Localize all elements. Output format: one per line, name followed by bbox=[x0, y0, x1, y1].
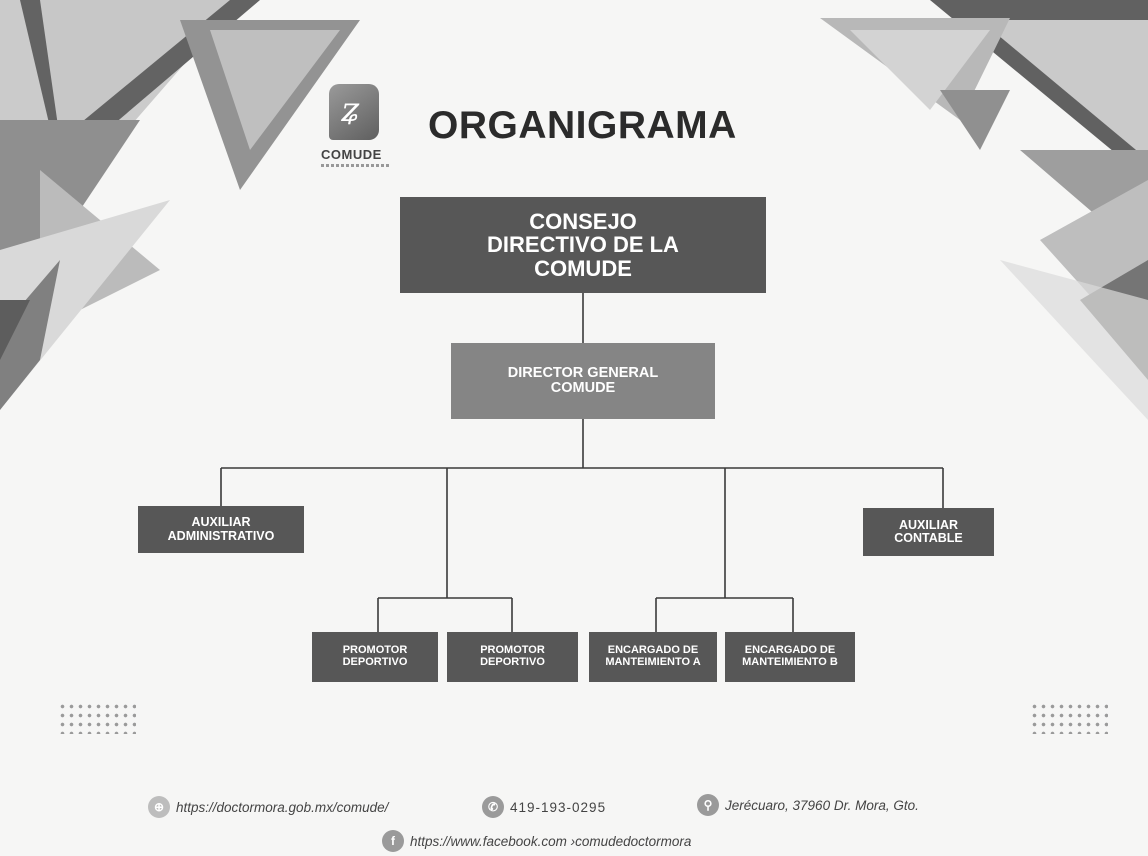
contact-phone: ✆ 419-193-0295 bbox=[482, 796, 606, 818]
node-label-line: DIRECTOR GENERAL bbox=[507, 364, 659, 381]
location-pin-icon: ⚲ bbox=[697, 794, 719, 816]
logo-mark: ʑ bbox=[329, 84, 379, 140]
node-director-general: DIRECTOR GENERAL COMUDE bbox=[451, 343, 715, 419]
node-label-line: ENCARGADO DE bbox=[607, 644, 699, 657]
node-label-line: CONSEJO bbox=[529, 209, 637, 235]
address-text: Jerécuaro, 37960 Dr. Mora, Gto. bbox=[725, 797, 919, 813]
node-label-line: COMUDE bbox=[534, 255, 632, 281]
contact-website[interactable]: ⊕ https://doctormora.gob.mx/comude/ bbox=[148, 796, 388, 818]
node-auxiliar-contable: AUXILIAR CONTABLE bbox=[863, 508, 994, 556]
node-label-line: CONTABLE bbox=[894, 531, 963, 545]
dot-pattern-right bbox=[1030, 702, 1108, 734]
comude-logo: ʑ COMUDE bbox=[318, 84, 398, 174]
node-label-line: DEPORTIVO bbox=[342, 656, 408, 668]
node-label-line: MANTEIMIENTO B bbox=[742, 656, 838, 668]
node-label-line: PROMOTOR bbox=[342, 644, 408, 657]
contact-facebook[interactable]: f https://www.facebook.com ›comudedoctor… bbox=[382, 830, 691, 852]
node-label-line: ADMINISTRATIVO bbox=[167, 528, 275, 543]
logo-text: COMUDE bbox=[321, 147, 382, 162]
facebook-link[interactable]: https://www.facebook.com ›comudedoctormo… bbox=[410, 833, 692, 849]
phone-number: 419-193-0295 bbox=[510, 799, 607, 815]
phone-icon: ✆ bbox=[482, 796, 504, 818]
node-consejo-directivo: CONSEJO DIRECTIVO DE LA COMUDE bbox=[400, 197, 766, 293]
node-auxiliar-administrativo: AUXILIAR ADMINISTRATIVO bbox=[138, 506, 304, 553]
node-label-line: PROMOTOR bbox=[480, 644, 545, 657]
node-label-line: DEPORTIVO bbox=[480, 656, 545, 668]
node-promotor-deportivo-2: PROMOTOR DEPORTIVO bbox=[447, 632, 578, 682]
website-link[interactable]: https://doctormora.gob.mx/comude/ bbox=[176, 799, 389, 815]
page-title: ORGANIGRAMA bbox=[428, 104, 737, 147]
node-encargado-mantenimiento-a: ENCARGADO DE MANTEIMIENTO A bbox=[589, 632, 717, 682]
node-encargado-mantenimiento-b: ENCARGADO DE MANTEIMIENTO B bbox=[725, 632, 855, 682]
dot-pattern-left bbox=[58, 702, 136, 734]
node-label-line: DIRECTIVO DE LA bbox=[487, 232, 679, 258]
node-label-line: COMUDE bbox=[550, 380, 616, 396]
node-label-line: ENCARGADO DE bbox=[744, 644, 836, 657]
facebook-icon: f bbox=[382, 830, 404, 852]
contact-address: ⚲ Jerécuaro, 37960 Dr. Mora, Gto. bbox=[697, 794, 919, 816]
globe-icon: ⊕ bbox=[148, 796, 170, 818]
node-label-line: AUXILIAR bbox=[898, 517, 958, 532]
node-label-line: AUXILIAR bbox=[191, 515, 251, 530]
runner-icon: ʑ bbox=[341, 90, 361, 130]
node-promotor-deportivo-1: PROMOTOR DEPORTIVO bbox=[312, 632, 438, 682]
node-label-line: MANTEIMIENTO A bbox=[605, 656, 701, 668]
logo-tagline bbox=[321, 164, 391, 167]
